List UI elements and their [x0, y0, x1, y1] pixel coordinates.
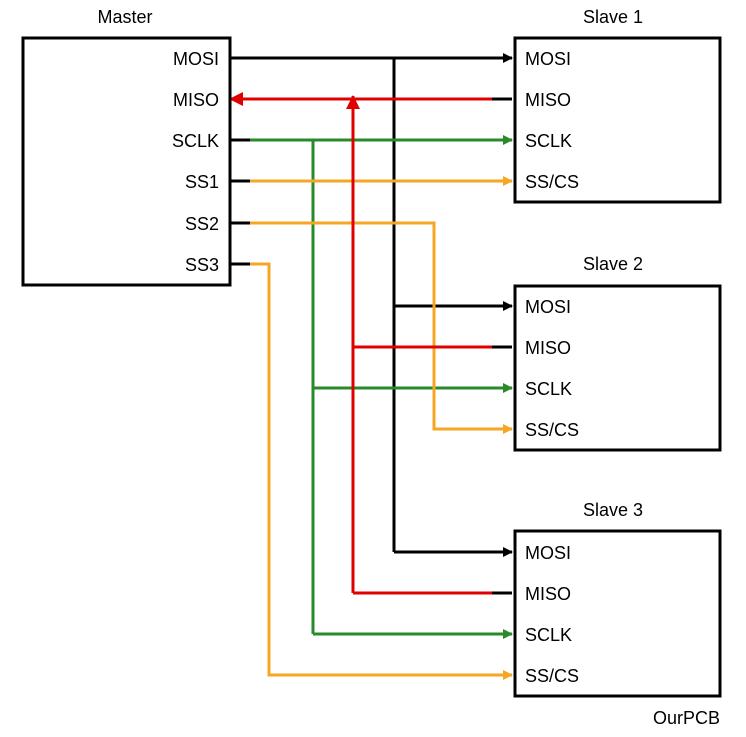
slave1-pin-sscs: SS/CS	[525, 172, 579, 192]
slave2-box	[513, 284, 722, 452]
slave3-pin-mosi: MOSI	[525, 543, 571, 563]
slave2-pin-sscs: SS/CS	[525, 420, 579, 440]
slave2-title: Slave 2	[583, 254, 643, 274]
slave3-pin-sscs: SS/CS	[525, 666, 579, 686]
wires	[229, 53, 513, 680]
slave3-box	[513, 529, 722, 698]
slave1-pin-sclk: SCLK	[525, 131, 572, 151]
master-pin-ss2: SS2	[185, 214, 219, 234]
slave1-title: Slave 1	[583, 7, 643, 27]
master-pin-ss1: SS1	[185, 172, 219, 192]
ss3-wire	[230, 262, 513, 680]
slave3-pin-miso: MISO	[525, 584, 571, 604]
master-block: Master MOSI MISO SCLK SS1 SS2 SS3	[21, 7, 232, 287]
watermark-text: OurPCB	[653, 708, 720, 728]
slave2-block: Slave 2 MOSI MISO SCLK SS/CS	[513, 254, 722, 452]
master-pin-mosi: MOSI	[173, 49, 219, 69]
master-pin-miso: MISO	[173, 90, 219, 110]
master-pin-ss3: SS3	[185, 255, 219, 275]
slave3-pin-sclk: SCLK	[525, 625, 572, 645]
slave1-pin-mosi: MOSI	[525, 49, 571, 69]
slave1-box	[513, 36, 722, 204]
slave1-pin-miso: MISO	[525, 90, 571, 110]
master-box	[21, 36, 232, 287]
slave1-block: Slave 1 MOSI MISO SCLK SS/CS	[513, 7, 722, 204]
slave2-pin-miso: MISO	[525, 338, 571, 358]
master-title: Master	[97, 7, 152, 27]
ss2-wire	[230, 221, 513, 434]
slave3-block: Slave 3 MOSI MISO SCLK SS/CS	[513, 500, 722, 698]
pin-stubs	[230, 97, 512, 595]
master-pin-sclk: SCLK	[172, 131, 219, 151]
slave2-pin-sclk: SCLK	[525, 379, 572, 399]
slave2-pin-mosi: MOSI	[525, 297, 571, 317]
slave3-title: Slave 3	[583, 500, 643, 520]
